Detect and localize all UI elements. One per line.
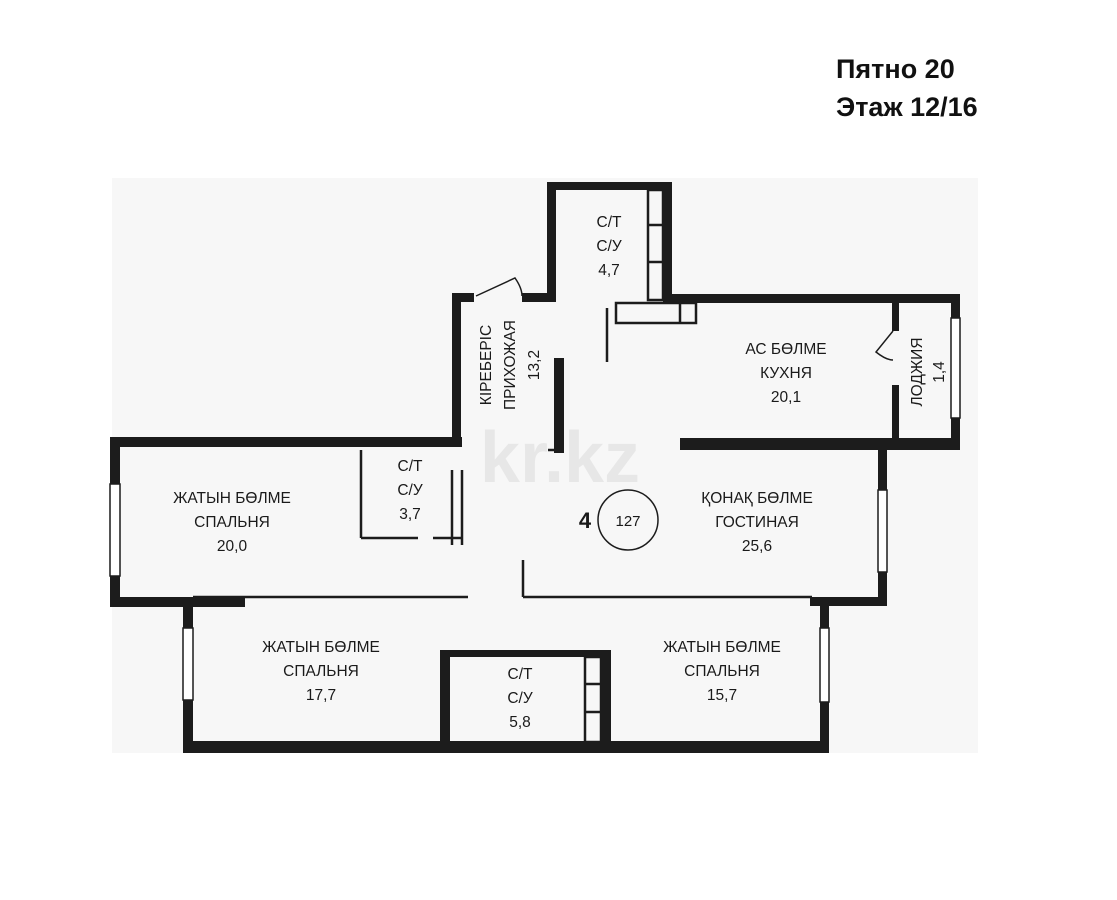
wall — [601, 650, 611, 745]
room-label-ru: С/У — [596, 238, 622, 255]
plan-background — [112, 178, 978, 753]
wall — [522, 293, 556, 302]
wall — [892, 385, 899, 440]
room-area: 17,7 — [306, 687, 336, 704]
room-label-ru: КУХНЯ — [760, 365, 812, 382]
partitions — [193, 188, 894, 744]
room-bathroom-top: С/Т С/У 4,7 — [596, 214, 622, 279]
wall — [452, 293, 474, 302]
wall — [440, 650, 610, 657]
area-circle — [597, 489, 659, 551]
room-label-kz: ЖАТЫН БӨЛМЕ — [173, 490, 291, 507]
room-area: 25,6 — [742, 538, 772, 555]
door-swing — [874, 330, 894, 361]
window — [950, 317, 961, 419]
lot-label: Пятно 20 — [836, 54, 955, 84]
room-label-ru: ЛОДЖИЯ — [909, 337, 926, 406]
window — [109, 483, 121, 577]
wall — [663, 182, 672, 302]
apartment-summary: 4 127 — [579, 489, 659, 551]
plan-header: Пятно 20 Этаж 12/16 — [836, 50, 978, 126]
window — [877, 489, 888, 573]
room-label-kz: С/Т — [597, 214, 623, 231]
room-label-ru: С/У — [507, 690, 533, 707]
fixture — [583, 655, 603, 744]
room-bedroom-bottom-right: ЖАТЫН БӨЛМЕ СПАЛЬНЯ 15,7 — [663, 639, 781, 704]
room-label-ru: СПАЛЬНЯ — [283, 663, 359, 680]
total-area: 127 — [615, 513, 640, 530]
room-label-ru: С/У — [397, 482, 423, 499]
wall — [810, 597, 887, 606]
wall — [110, 437, 462, 447]
room-label-kz: ЖАТЫН БӨЛМЕ — [262, 639, 380, 656]
room-label-kz: АС БӨЛМЕ — [745, 341, 826, 358]
room-loggia: ЛОДЖИЯ 1,4 — [909, 337, 948, 406]
wall — [440, 650, 450, 745]
rooms-count: 4 — [579, 508, 592, 533]
wall — [680, 438, 960, 450]
room-label-ru: СПАЛЬНЯ — [194, 514, 270, 531]
window — [182, 627, 194, 701]
room-label-kz: С/Т — [508, 666, 534, 683]
room-area: 20,0 — [217, 538, 248, 555]
wall — [452, 293, 461, 438]
wall — [892, 303, 899, 331]
room-label-kz: ҚОНАҚ БӨЛМЕ — [701, 490, 813, 507]
windows — [109, 317, 961, 703]
room-label-kz: КІРЕБЕРІС — [478, 325, 495, 405]
wall — [110, 597, 245, 607]
room-area: 1,4 — [931, 361, 948, 383]
room-hallway: КІРЕБЕРІС ПРИХОЖАЯ 13,2 — [478, 320, 543, 410]
wall — [183, 741, 829, 753]
room-living: ҚОНАҚ БӨЛМЕ ГОСТИНАЯ 25,6 — [701, 490, 813, 555]
room-area: 4,7 — [598, 262, 620, 279]
room-kitchen: АС БӨЛМЕ КУХНЯ 20,1 — [745, 341, 826, 406]
room-label-ru: ГОСТИНАЯ — [715, 514, 799, 531]
room-area: 13,2 — [526, 350, 543, 380]
room-label-kz: ЖАТЫН БӨЛМЕ — [663, 639, 781, 656]
room-area: 15,7 — [707, 687, 737, 704]
room-label-kz: С/Т — [398, 458, 424, 475]
door-swing — [475, 277, 523, 297]
room-bedroom-left: ЖАТЫН БӨЛМЕ СПАЛЬНЯ 20,0 — [173, 490, 291, 555]
wall — [554, 358, 564, 453]
wall — [663, 294, 960, 303]
kitchen-counter — [614, 301, 698, 325]
fixture — [646, 188, 665, 302]
room-label-ru: ПРИХОЖАЯ — [502, 320, 519, 410]
room-bedroom-bottom-left: ЖАТЫН БӨЛМЕ СПАЛЬНЯ 17,7 — [262, 639, 380, 704]
window — [819, 627, 830, 703]
room-label-ru: СПАЛЬНЯ — [684, 663, 760, 680]
room-area: 5,8 — [509, 714, 531, 731]
floor-label: Этаж 12/16 — [836, 92, 978, 122]
room-bathroom-bottom: С/Т С/У 5,8 — [507, 666, 533, 731]
wall — [547, 182, 556, 302]
room-area: 3,7 — [399, 506, 421, 523]
wall — [547, 182, 671, 190]
room-bathroom-mid: С/Т С/У 3,7 — [397, 458, 423, 523]
room-area: 20,1 — [771, 389, 801, 406]
